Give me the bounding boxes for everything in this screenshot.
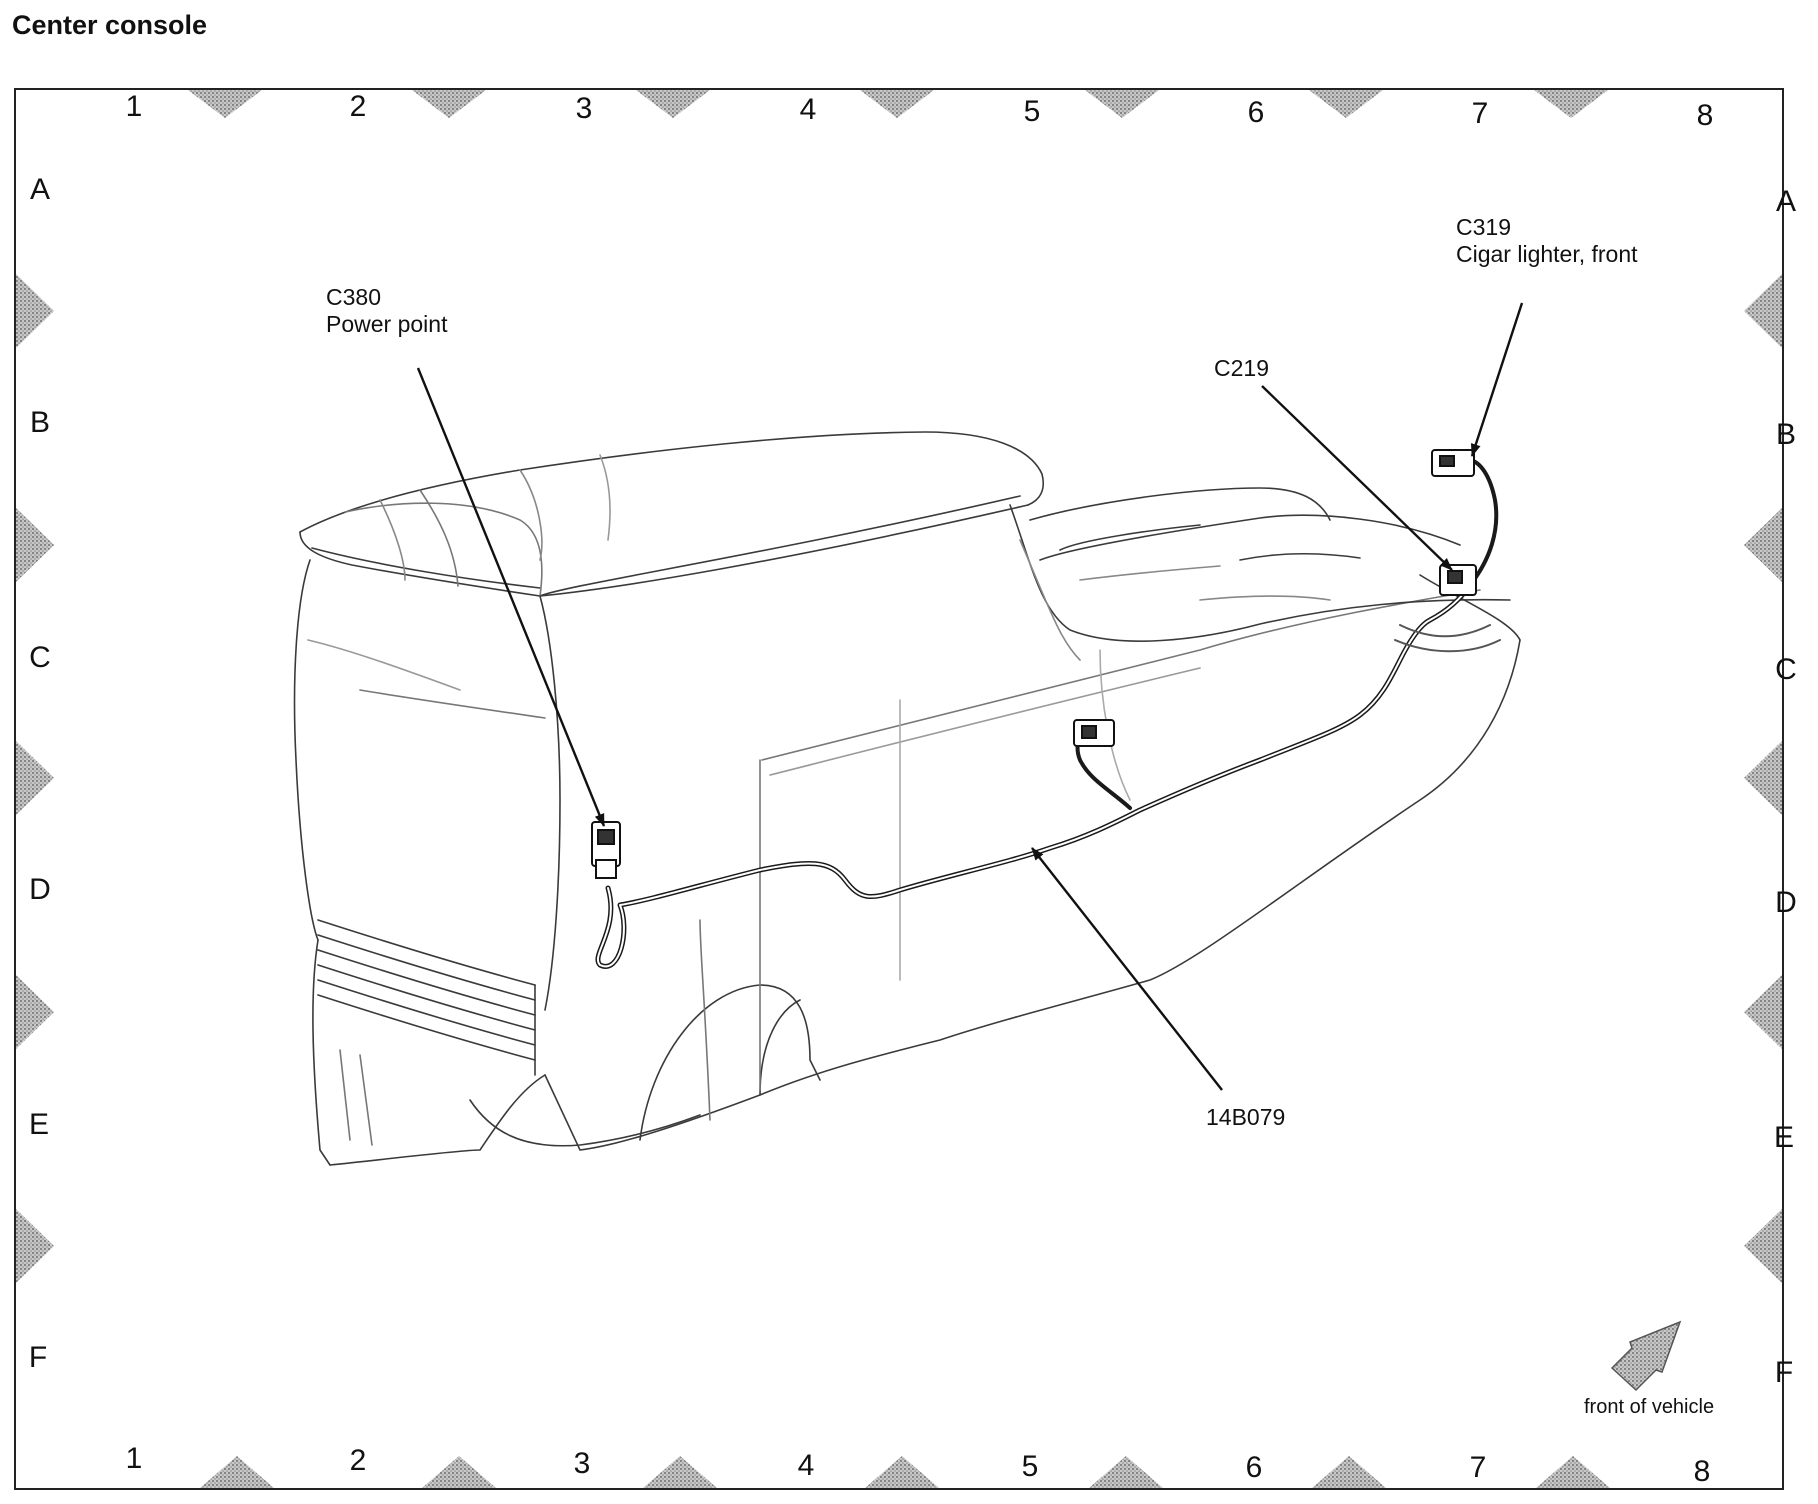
callout-c319-code: C319: [1456, 214, 1511, 240]
row-label-left-f: F: [28, 1341, 48, 1374]
column-label-top-4: 4: [799, 93, 817, 126]
diagram-frame: [14, 88, 1784, 1490]
callout-14b079: 14B079: [1206, 1104, 1285, 1131]
column-label-bottom-2: 2: [349, 1444, 367, 1477]
callout-c319: C319 Cigar lighter, front: [1456, 214, 1638, 268]
column-label-bottom-7: 7: [1469, 1451, 1487, 1484]
column-label-bottom-1: 1: [125, 1442, 143, 1475]
column-label-top-3: 3: [575, 92, 593, 125]
callout-c319-description: Cigar lighter, front: [1456, 241, 1638, 267]
column-label-top-6: 6: [1247, 96, 1265, 129]
callout-c380-description: Power point: [326, 311, 448, 337]
column-label-bottom-5: 5: [1021, 1450, 1039, 1483]
row-label-right-c: C: [1775, 653, 1797, 686]
row-label-left-e: E: [28, 1108, 50, 1141]
bottom-grid-markers: [200, 1456, 1610, 1488]
column-label-bottom-3: 3: [573, 1447, 591, 1480]
column-label-top-8: 8: [1696, 99, 1714, 132]
row-label-right-b: B: [1775, 418, 1797, 451]
row-label-right-f: F: [1774, 1356, 1794, 1389]
wiring-harness: [595, 458, 1501, 969]
callout-c219: C219: [1214, 355, 1269, 382]
connector-c319: [1431, 449, 1475, 477]
row-label-right-e: E: [1773, 1121, 1795, 1154]
callout-c380-code: C380: [326, 284, 381, 310]
right-grid-markers: [1744, 274, 1782, 1283]
column-label-top-5: 5: [1023, 95, 1041, 128]
front-of-vehicle-arrow: [1610, 1320, 1682, 1392]
column-label-bottom-6: 6: [1245, 1451, 1263, 1484]
harness-arrow: [1031, 847, 1223, 1091]
column-label-bottom-8: 8: [1693, 1455, 1711, 1488]
row-label-left-c: C: [29, 641, 51, 674]
c319-arrow: [1470, 302, 1524, 457]
connector-middle: [1073, 719, 1115, 747]
left-grid-markers: [16, 274, 54, 1283]
connector-c380: [591, 821, 621, 879]
row-label-left-b: B: [29, 406, 51, 439]
row-label-left-a: A: [29, 173, 51, 206]
callout-arrows: [416, 302, 1524, 1091]
column-label-top-7: 7: [1471, 97, 1489, 130]
row-label-right-a: A: [1775, 185, 1797, 218]
column-label-top-1: 1: [125, 90, 143, 123]
row-label-left-d: D: [29, 873, 51, 906]
callout-c219-code: C219: [1214, 355, 1269, 381]
c380-arrow: [416, 367, 606, 827]
row-label-right-d: D: [1775, 886, 1797, 919]
callout-c380: C380 Power point: [326, 284, 447, 338]
c219-arrow: [1261, 385, 1453, 571]
connector-c219: [1439, 564, 1477, 596]
console-body: [293, 431, 1521, 1166]
front-of-vehicle-label: front of vehicle: [1584, 1396, 1715, 1418]
column-label-top-2: 2: [349, 90, 367, 123]
top-grid-markers: [188, 90, 1608, 118]
column-label-bottom-4: 4: [797, 1449, 815, 1482]
callout-harness-code: 14B079: [1206, 1104, 1286, 1130]
page-title: Center console: [12, 10, 208, 40]
